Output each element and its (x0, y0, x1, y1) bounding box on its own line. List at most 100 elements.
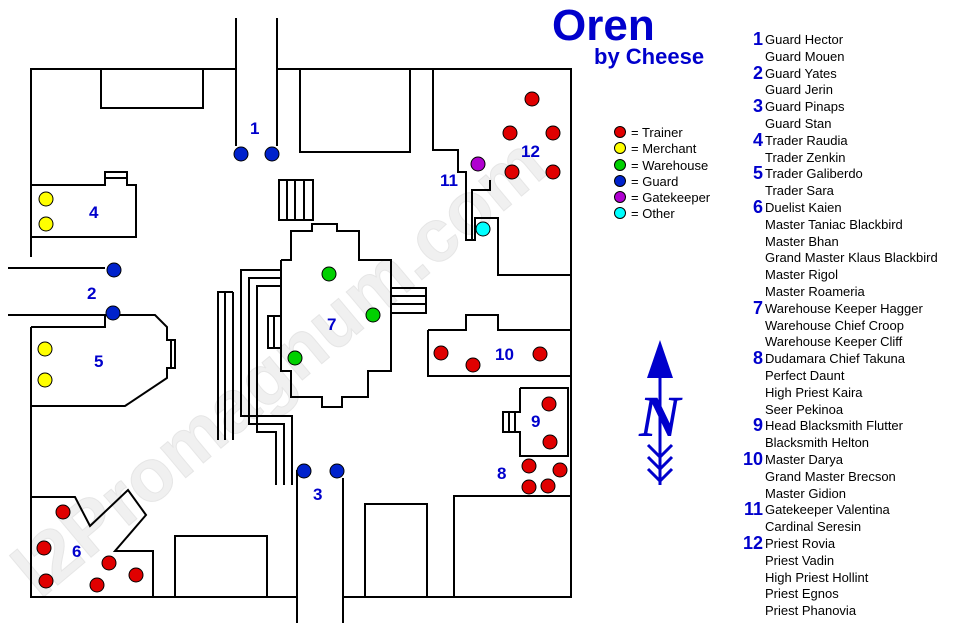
gatekeeper-marker[interactable] (470, 156, 486, 172)
legend-label: = Trainer (631, 125, 683, 140)
npc-list-row: Master Roameria (740, 283, 954, 300)
warehouse-marker[interactable] (365, 307, 381, 323)
npc-list-row: Cardinal Seresin (740, 518, 954, 535)
zone-label-5: 5 (94, 352, 103, 371)
npc-name: Guard Pinaps (765, 99, 845, 115)
npc-list-row: Guard Stan (740, 115, 954, 132)
map-title: Oren (552, 1, 655, 50)
trainer-marker[interactable] (552, 462, 568, 478)
zone-label-2: 2 (87, 284, 96, 303)
trainer-marker[interactable] (502, 125, 518, 141)
npc-list-row: Warehouse Chief Croop (740, 317, 954, 334)
npc-name: High Priest Hollint (765, 569, 869, 585)
npc-group-number: 10 (742, 448, 763, 469)
guard-marker[interactable] (106, 262, 122, 278)
npc-name: Trader Zenkin (765, 149, 846, 165)
npc-list-row: Guard Mouen (740, 48, 954, 65)
legend: = Trainer= Merchant= Warehouse= Guard= G… (612, 125, 752, 223)
warehouse-dot-icon (614, 158, 626, 171)
trainer-marker[interactable] (521, 458, 537, 474)
zone-label-6: 6 (72, 542, 81, 561)
guard-marker[interactable] (296, 463, 312, 479)
trainer-marker[interactable] (465, 357, 481, 373)
npc-list-row: Priest Egnos (740, 585, 954, 602)
merchant-marker[interactable] (37, 341, 53, 357)
npc-name: Guard Mouen (765, 48, 845, 64)
npc-group-number: 11 (743, 499, 763, 520)
npc-name: Guard Jerin (765, 82, 833, 98)
other-marker[interactable] (475, 221, 491, 237)
npc-name: Dudamara Chief Takuna (765, 351, 905, 367)
trainer-marker[interactable] (128, 567, 144, 583)
guard-marker[interactable] (105, 305, 121, 321)
warehouse-marker[interactable] (321, 266, 337, 282)
guard-marker[interactable] (233, 146, 249, 162)
zone-labels: 1 2 3 4 5 6 7 8 9 10 11 12 (72, 119, 540, 561)
npc-name: Master Rigol (765, 267, 838, 283)
legend-item-gatekeeper: = Gatekeeper (612, 190, 752, 206)
merchant-marker[interactable] (38, 191, 54, 207)
other-dot-icon (614, 207, 626, 220)
trainer-marker[interactable] (38, 573, 54, 589)
trainer-marker[interactable] (542, 434, 558, 450)
npc-group-number: 6 (752, 196, 763, 217)
legend-item-trainer: = Trainer (612, 125, 752, 141)
trainer-marker[interactable] (540, 478, 556, 494)
npc-list-row: Grand Master Klaus Blackbird (740, 249, 954, 266)
npc-list-row: Trader Sara (740, 182, 954, 199)
npc-list-row: Trader Zenkin (740, 149, 954, 166)
compass-north-letter: N (638, 384, 683, 449)
npc-name: Grand Master Brecson (765, 468, 896, 484)
npc-list-row: Master Taniac Blackbird (740, 216, 954, 233)
north-arrow-icon (647, 340, 673, 378)
warehouse-marker[interactable] (287, 350, 303, 366)
npc-name: Priest Vadin (765, 552, 835, 568)
npc-list-row: High Priest Kaira (740, 384, 954, 401)
legend-item-warehouse: = Warehouse (612, 158, 752, 174)
trainer-marker[interactable] (545, 164, 561, 180)
legend-item-guard: = Guard (612, 174, 752, 190)
trainer-marker[interactable] (36, 540, 52, 556)
city-walls (8, 18, 572, 623)
trainer-marker[interactable] (545, 125, 561, 141)
npc-list-row: Seer Pekinoa (740, 401, 954, 418)
trainer-marker[interactable] (504, 164, 520, 180)
npc-name: Guard Hector (765, 32, 844, 47)
trainer-marker[interactable] (524, 91, 540, 107)
npc-list-row: Grand Master Brecson (740, 468, 954, 485)
npc-group-number: 4 (752, 129, 763, 150)
zone-label-9: 9 (531, 412, 540, 431)
npc-group-number: 12 (742, 532, 763, 553)
npc-group-number: 1 (752, 29, 763, 49)
npc-group-number: 3 (752, 96, 763, 117)
npc-list-row: Blacksmith Helton (740, 434, 954, 451)
guard-marker[interactable] (329, 463, 345, 479)
npc-list-row: High Priest Hollint (740, 569, 954, 586)
npc-name: Guard Yates (765, 65, 837, 81)
npc-group-number: 2 (752, 62, 763, 83)
zone-label-7: 7 (327, 315, 336, 334)
trainer-marker[interactable] (541, 396, 557, 412)
trainer-marker[interactable] (433, 345, 449, 361)
npc-name: Grand Master Klaus Blackbird (765, 250, 938, 266)
npc-group-number: 8 (752, 348, 763, 369)
npc-name: High Priest Kaira (765, 384, 863, 400)
trainer-marker[interactable] (89, 577, 105, 593)
merchant-marker[interactable] (37, 372, 53, 388)
npc-group-number: 5 (752, 163, 763, 184)
npc-name: Duelist Kaien (765, 199, 842, 215)
merchant-marker[interactable] (38, 216, 54, 232)
trainer-marker[interactable] (521, 479, 537, 495)
trainer-marker[interactable] (101, 555, 117, 571)
guard-marker[interactable] (264, 146, 280, 162)
trainer-marker[interactable] (532, 346, 548, 362)
npc-name: Trader Galiberdo (765, 166, 863, 182)
npc-name: Master Taniac Blackbird (765, 216, 903, 232)
legend-label: = Warehouse (631, 157, 709, 173)
trainer-marker[interactable] (55, 504, 71, 520)
